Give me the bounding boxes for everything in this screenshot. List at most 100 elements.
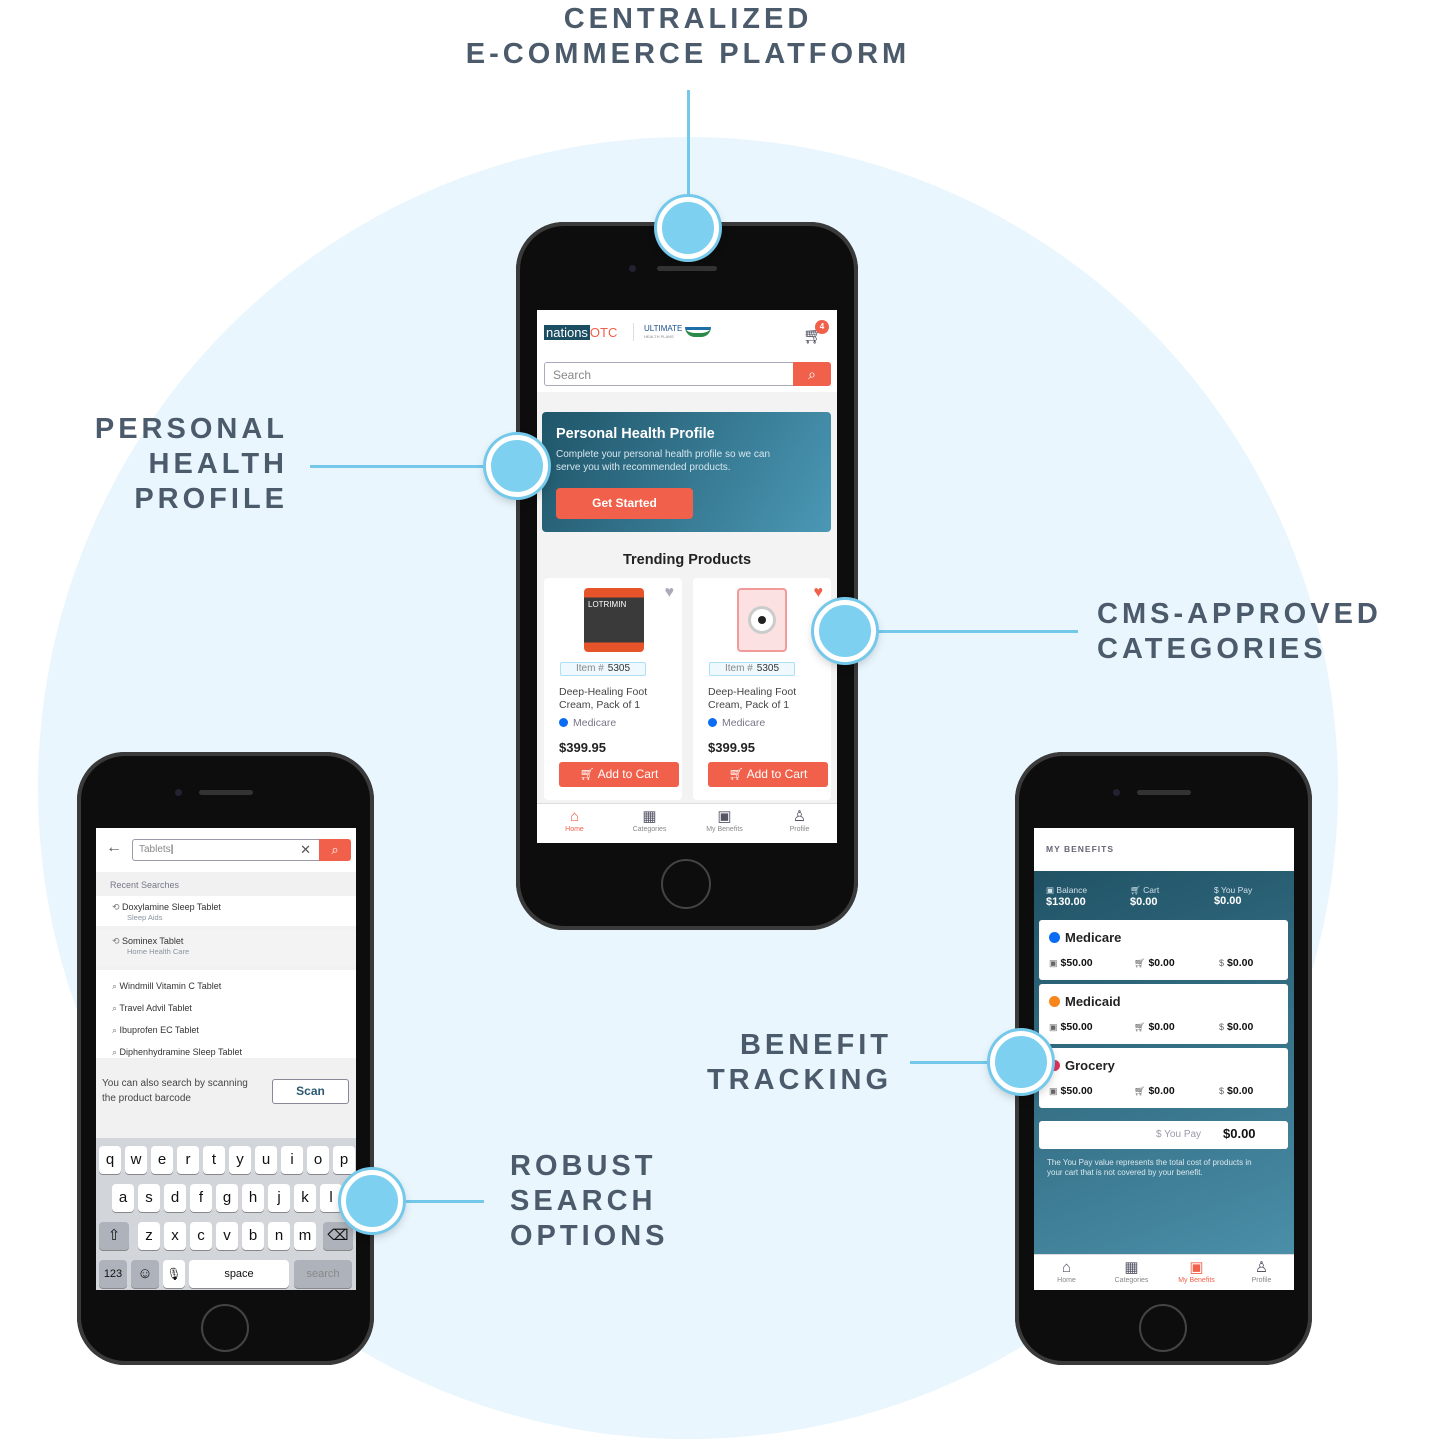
plan-you-pay: $$0.00: [1219, 1021, 1254, 1033]
benefits-screen: MY BENEFITS ▣ Balance$130.00 🛒︎ Cart$0.0…: [1034, 828, 1294, 1290]
key[interactable]: v: [216, 1222, 238, 1250]
key[interactable]: z: [138, 1222, 160, 1250]
scan-button[interactable]: Scan: [272, 1079, 349, 1104]
favorite-heart-icon[interactable]: ♥: [664, 584, 675, 601]
nav-my-benefits[interactable]: ▣My Benefits: [1164, 1255, 1229, 1290]
dollar-icon: $: [1214, 885, 1221, 895]
clear-icon[interactable]: ✕: [300, 842, 311, 857]
dollar-icon: $: [1219, 958, 1225, 968]
key[interactable]: f: [190, 1184, 212, 1212]
dollar-icon: $: [1219, 1086, 1225, 1096]
you-pay-note: The You Pay value represents the total c…: [1047, 1158, 1252, 1177]
key[interactable]: x: [164, 1222, 186, 1250]
key[interactable]: n: [268, 1222, 290, 1250]
search-key[interactable]: search: [294, 1260, 352, 1288]
get-started-button[interactable]: Get Started: [556, 488, 693, 519]
key[interactable]: t: [203, 1146, 225, 1174]
key[interactable]: i: [281, 1146, 303, 1174]
key[interactable]: y: [229, 1146, 251, 1174]
recent-searches-title: Recent Searches: [110, 880, 180, 890]
key[interactable]: w: [125, 1146, 147, 1174]
suggestion-item[interactable]: ⌕ Windmill Vitamin C Tablet: [112, 981, 222, 991]
key[interactable]: a: [112, 1184, 134, 1212]
callout-dot: [486, 435, 548, 497]
cart-icon: 🛒︎: [1134, 958, 1146, 968]
plan-balance: ▣$50.00: [1049, 957, 1093, 969]
key[interactable]: s: [138, 1184, 160, 1212]
mic-key[interactable]: 🎙︎: [163, 1260, 185, 1288]
numbers-key[interactable]: 123: [99, 1260, 127, 1288]
backspace-key[interactable]: ⌫: [323, 1222, 353, 1250]
key[interactable]: q: [99, 1146, 121, 1174]
suggestion-item[interactable]: ⌕ Ibuprofen EC Tablet: [112, 1025, 199, 1035]
connector-line: [310, 465, 490, 468]
key[interactable]: e: [151, 1146, 173, 1174]
cart-icon: 🛒︎: [1130, 885, 1144, 895]
product-image: [737, 588, 787, 652]
key[interactable]: r: [177, 1146, 199, 1174]
product-image: LOTRIMIN: [584, 588, 644, 652]
plan-balance: ▣$50.00: [1049, 1021, 1093, 1033]
product-card[interactable]: LOTRIMIN ♥ Item #5305 Deep-Healing Foot …: [544, 578, 682, 800]
benefit-plan-card[interactable]: Medicare ▣$50.00 🛒︎$0.00 $$0.00: [1039, 920, 1288, 980]
cart-icon: 🛒︎: [1134, 1022, 1146, 1032]
product-name[interactable]: Deep-Healing Foot Cream, Pack of 1: [708, 686, 797, 711]
key[interactable]: d: [164, 1184, 186, 1212]
key[interactable]: m: [294, 1222, 316, 1250]
benefit-plan-card[interactable]: Medicaid ▣$50.00 🛒︎$0.00 $$0.00: [1039, 984, 1288, 1044]
key[interactable]: j: [268, 1184, 290, 1212]
search-button[interactable]: ⌕: [793, 362, 831, 386]
product-card[interactable]: ♥ Item #5305 Deep-Healing Foot Cream, Pa…: [693, 578, 831, 800]
search-screen: ← Tablets|✕ ⌕ Recent Searches ⟲ Doxylami…: [96, 828, 356, 1290]
nav-home[interactable]: ⌂Home: [537, 804, 612, 843]
scan-hint: You can also search by scanning the prod…: [102, 1078, 248, 1104]
nav-categories[interactable]: ▦Categories: [612, 804, 687, 843]
callout-dot: [341, 1170, 403, 1232]
nav-profile[interactable]: ♙Profile: [762, 804, 837, 843]
key[interactable]: c: [190, 1222, 212, 1250]
search-button[interactable]: ⌕: [319, 839, 351, 861]
nav-profile[interactable]: ♙Profile: [1229, 1255, 1294, 1290]
banner-title: Personal Health Profile: [556, 426, 715, 442]
key[interactable]: h: [242, 1184, 264, 1212]
wallet-icon: ▣: [1189, 1259, 1204, 1276]
key[interactable]: o: [307, 1146, 329, 1174]
nav-my-benefits[interactable]: ▣My Benefits: [687, 804, 762, 843]
plan-balance: ▣$50.00: [1049, 1085, 1093, 1097]
search-icon: ⌕: [112, 1025, 120, 1035]
emoji-key[interactable]: ☺: [131, 1260, 159, 1288]
callout-dot: [657, 197, 719, 259]
grid-icon: ▦: [642, 808, 657, 825]
key[interactable]: b: [242, 1222, 264, 1250]
wallet-icon: ▣: [717, 808, 732, 825]
suggestion-item[interactable]: ⌕ Travel Advil Tablet: [112, 1003, 192, 1013]
product-name[interactable]: Deep-Healing Foot Cream, Pack of 1: [559, 686, 648, 711]
key[interactable]: l: [320, 1184, 342, 1212]
search-input[interactable]: Search: [544, 362, 794, 386]
product-price: $399.95: [559, 740, 606, 755]
phone-search: ← Tablets|✕ ⌕ Recent Searches ⟲ Doxylami…: [77, 752, 374, 1365]
key[interactable]: u: [255, 1146, 277, 1174]
summary-you-pay: $ You Pay$0.00: [1214, 885, 1253, 907]
user-icon: ♙: [1254, 1259, 1269, 1276]
add-to-cart-button[interactable]: 🛒︎ Add to Cart: [559, 762, 679, 787]
key[interactable]: p: [333, 1146, 355, 1174]
search-input[interactable]: Tablets|✕: [132, 839, 320, 861]
add-to-cart-button[interactable]: 🛒︎ Add to Cart: [708, 762, 828, 787]
back-arrow-icon[interactable]: ←: [106, 839, 122, 856]
favorite-heart-icon[interactable]: ♥: [813, 584, 824, 601]
benefit-plan-card[interactable]: Grocery ▣$50.00 🛒︎$0.00 $$0.00: [1039, 1048, 1288, 1108]
nav-categories[interactable]: ▦Categories: [1099, 1255, 1164, 1290]
suggestion-item[interactable]: ⌕ Diphenhydramine Sleep Tablet: [112, 1047, 242, 1057]
nav-home[interactable]: ⌂Home: [1034, 1255, 1099, 1290]
key[interactable]: g: [216, 1184, 238, 1212]
space-key[interactable]: space: [189, 1260, 289, 1288]
shift-key[interactable]: ⇧: [99, 1222, 129, 1250]
search-icon: ⌕: [808, 366, 816, 382]
grid-icon: ▦: [1124, 1259, 1139, 1276]
key[interactable]: k: [294, 1184, 316, 1212]
